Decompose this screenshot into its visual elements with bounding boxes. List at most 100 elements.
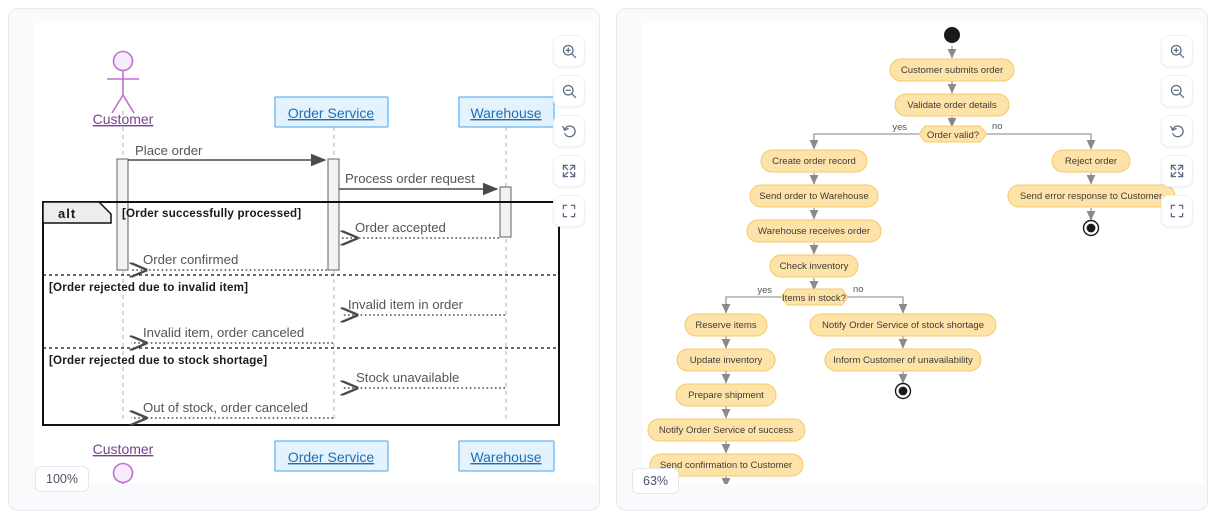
action-node-notify-order-service-of-success[interactable]: Notify Order Service of success: [647, 418, 806, 442]
message-label: Out of stock, order canceled: [143, 400, 308, 415]
activation-bars: [116, 158, 512, 271]
action-node-inform-customer-of-unavailability[interactable]: Inform Customer of unavailability: [824, 348, 982, 372]
action-node-send-error-response-to-customer[interactable]: Send error response to Customer: [1007, 184, 1176, 208]
zoom-in-button[interactable]: [553, 35, 585, 67]
participant-order-service-top[interactable]: Order Service: [274, 96, 389, 128]
participant-box: [458, 440, 555, 472]
message-label: Process order request: [345, 171, 475, 186]
participant-label: Order Service: [288, 449, 375, 465]
message-label: Invalid item in order: [348, 297, 464, 312]
message-stock-unavailable[interactable]: Stock unavailable: [342, 370, 505, 388]
action-label: Send order to Warehouse: [759, 191, 869, 202]
message-invalid-item-order-canceled[interactable]: Invalid item, order canceled: [131, 325, 333, 343]
action-label: Warehouse receives order: [758, 226, 871, 237]
edge-label-yes: yes: [757, 284, 772, 295]
participant-order-service-bottom[interactable]: Order Service: [274, 440, 389, 472]
action-node-notify-order-service-of-stock-shortage[interactable]: Notify Order Service of stock shortage: [809, 313, 997, 337]
fullscreen-icon: [561, 203, 577, 219]
sequence-diagram-canvas[interactable]: Customer Order Service Warehouse: [35, 23, 596, 484]
action-label: Notify Order Service of stock shortage: [822, 320, 984, 331]
message-label: Order confirmed: [143, 252, 238, 267]
message-place-order[interactable]: Place order: [128, 143, 327, 167]
initial-node[interactable]: [944, 27, 960, 43]
participant-box: [274, 96, 389, 128]
decision-node-items-in-stock[interactable]: Items in stock?: [780, 288, 849, 306]
fit-to-screen-button[interactable]: [553, 155, 585, 187]
expand-icon: [561, 163, 577, 179]
zoom-in-icon: [1169, 43, 1186, 60]
activity-edges: [721, 46, 1096, 484]
decision-label: Items in stock?: [782, 293, 846, 304]
participant-customer-bottom[interactable]: Customer: [93, 441, 154, 484]
expand-icon: [1169, 163, 1185, 179]
actor-head-icon: [112, 462, 134, 484]
decision-node-order-valid[interactable]: Order valid?: [918, 125, 988, 143]
zoom-out-icon: [561, 83, 578, 100]
zoom-out-button[interactable]: [1161, 75, 1193, 107]
final-node-right[interactable]: [1082, 219, 1100, 237]
action-label: Inform Customer of unavailability: [833, 355, 973, 366]
sequence-diagram-toolbar: [553, 35, 585, 227]
message-order-confirmed[interactable]: Order confirmed: [131, 252, 327, 270]
action-node-reject-order[interactable]: Reject order: [1051, 149, 1131, 173]
edge-label-no: no: [992, 120, 1002, 131]
action-label: Reserve items: [695, 320, 757, 331]
fragment-guard-label: [Order successfully processed]: [122, 207, 301, 220]
sequence-diagram-panel: Customer Order Service Warehouse: [8, 8, 600, 511]
action-node-validate-order-details[interactable]: Validate order details: [894, 93, 1010, 117]
activity-diagram-svg: Customer submits order Validate order de…: [647, 27, 1176, 484]
zoom-level-badge[interactable]: 63%: [632, 468, 680, 494]
reset-button[interactable]: [1161, 115, 1193, 147]
activity-diagram-toolbar: [1161, 35, 1193, 227]
reset-button[interactable]: [553, 115, 585, 147]
zoom-out-button[interactable]: [553, 75, 585, 107]
fullscreen-icon: [1169, 203, 1185, 219]
fragment-guard-label: [Order rejected due to invalid item]: [49, 281, 248, 294]
activity-diagram-canvas[interactable]: Customer submits order Validate order de…: [642, 23, 1203, 484]
activity-diagram-panel: Customer submits order Validate order de…: [616, 8, 1208, 511]
action-label: Create order record: [772, 156, 856, 167]
action-node-send-order-to-warehouse[interactable]: Send order to Warehouse: [749, 184, 879, 208]
participant-box: [458, 96, 555, 128]
action-node-create-order-record[interactable]: Create order record: [760, 149, 868, 173]
alt-fragment[interactable]: alt [Order successfully processed] [Orde…: [42, 201, 560, 426]
action-node-send-confirmation-to-customer[interactable]: Send confirmation to Customer: [649, 453, 804, 477]
sequence-diagram-svg: Customer Order Service Warehouse: [42, 50, 560, 484]
fragment-border: [42, 201, 560, 426]
reset-icon: [1169, 123, 1186, 140]
fit-to-screen-button[interactable]: [1161, 155, 1193, 187]
action-node-reserve-items[interactable]: Reserve items: [684, 313, 768, 337]
action-node-prepare-shipment[interactable]: Prepare shipment: [675, 383, 777, 407]
action-node-check-inventory[interactable]: Check inventory: [769, 254, 859, 278]
action-label: Send error response to Customer: [1020, 191, 1163, 202]
participant-box: [274, 440, 389, 472]
zoom-out-icon: [1169, 83, 1186, 100]
fullscreen-button[interactable]: [553, 195, 585, 227]
action-node-update-inventory[interactable]: Update inventory: [676, 348, 776, 372]
message-out-of-stock-order-canceled[interactable]: Out of stock, order canceled: [131, 400, 333, 418]
message-process-order-request[interactable]: Process order request: [339, 171, 499, 196]
final-node-stock-shortage[interactable]: [894, 382, 912, 400]
fragment-guard-label: [Order rejected due to stock shortage]: [49, 354, 267, 367]
action-label: Check inventory: [780, 261, 849, 272]
action-node-customer-submits-order[interactable]: Customer submits order: [889, 58, 1015, 82]
zoom-level-badge[interactable]: 100%: [35, 466, 89, 492]
participant-warehouse-bottom[interactable]: Warehouse: [458, 440, 555, 472]
participant-customer-top[interactable]: Customer: [93, 50, 154, 128]
message-label: Stock unavailable: [356, 370, 459, 385]
participant-label: Order Service: [288, 105, 375, 121]
action-label: Prepare shipment: [688, 390, 764, 401]
participant-label: Customer: [93, 111, 154, 127]
edge-label-yes: yes: [892, 121, 907, 132]
participant-label: Warehouse: [470, 449, 541, 465]
action-label: Validate order details: [907, 100, 997, 111]
fullscreen-button[interactable]: [1161, 195, 1193, 227]
participant-warehouse-top[interactable]: Warehouse: [458, 96, 555, 128]
actor-body-icon: [122, 483, 124, 484]
action-node-warehouse-receives-order[interactable]: Warehouse receives order: [746, 219, 882, 243]
participant-label: Warehouse: [470, 105, 541, 121]
zoom-in-button[interactable]: [1161, 35, 1193, 67]
message-order-accepted[interactable]: Order accepted: [342, 220, 499, 238]
message-invalid-item-in-order[interactable]: Invalid item in order: [342, 297, 505, 315]
